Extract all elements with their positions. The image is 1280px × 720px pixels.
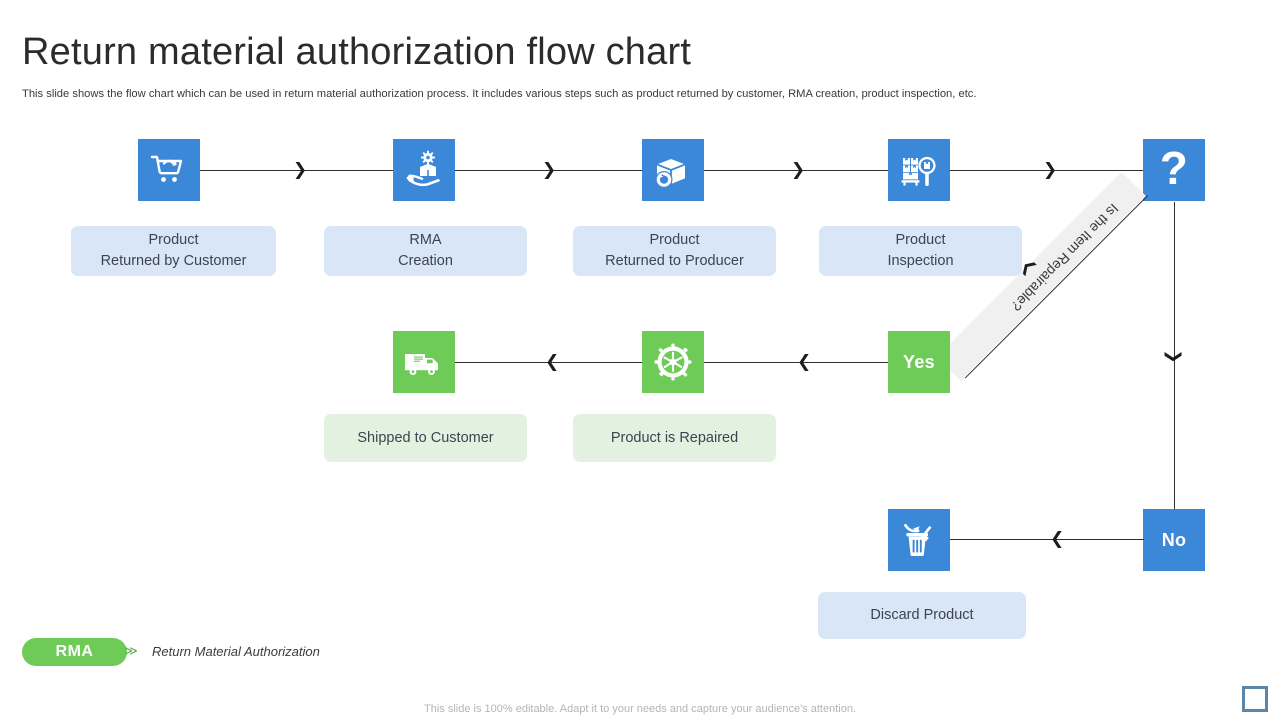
caption-product-returned-by-customer: Product Returned by Customer <box>71 226 276 276</box>
connector-repaired-shipped <box>455 362 642 363</box>
decision-question-label: Is the Item Repairable? <box>1008 200 1122 315</box>
delivery-truck-icon <box>403 341 445 383</box>
arrow-step1-step2: ❯ <box>293 160 308 180</box>
step-icon-product-returned-to-producer[interactable] <box>642 139 704 201</box>
arrow-decision-no: ❮ <box>1162 349 1183 364</box>
caption-line-1: Shipped to Customer <box>357 429 494 446</box>
branch-node-no[interactable]: No <box>1143 509 1205 571</box>
caption-line-1: Product <box>148 232 199 249</box>
caption-discard-product: Discard Product <box>818 592 1026 639</box>
hand-box-gear-icon <box>404 150 444 190</box>
connector-step1-step2 <box>200 170 422 171</box>
caption-line-1: Product <box>649 232 700 249</box>
page-subtitle: This slide shows the flow chart which ca… <box>22 88 977 100</box>
arrow-step3-step4: ❯ <box>791 160 806 180</box>
step-icon-rma-creation[interactable] <box>393 139 455 201</box>
cart-return-icon <box>149 150 189 190</box>
box-return-icon <box>653 150 693 190</box>
double-chevron-icon: ≫ <box>124 644 138 659</box>
caption-product-inspection: Product Inspection <box>819 226 1022 276</box>
footer-note: This slide is 100% editable. Adapt it to… <box>424 703 856 715</box>
caption-line-2: Returned by Customer <box>100 253 247 269</box>
decision-node-repairable[interactable]: ? <box>1143 139 1205 201</box>
caption-line-2: Creation <box>398 253 453 269</box>
caption-line-1: Product <box>895 232 946 249</box>
connector-yes-repaired <box>704 362 888 363</box>
corner-square-decoration <box>1242 686 1268 712</box>
caption-line-1: RMA <box>409 232 442 249</box>
connector-no-discard <box>950 539 1144 540</box>
arrow-no-discard: ❮ <box>1050 529 1065 549</box>
trash-broom-icon <box>899 520 939 560</box>
legend-rma-expansion: Return Material Authorization <box>152 644 320 659</box>
step-icon-shipped-to-customer[interactable] <box>393 331 455 393</box>
caption-line-1: Discard Product <box>870 607 974 624</box>
caption-line-1: Product is Repaired <box>610 429 739 446</box>
caption-product-returned-to-producer: Product Returned to Producer <box>573 226 776 276</box>
arrow-step4-decision: ❯ <box>1043 160 1058 180</box>
arrow-repaired-shipped: ❮ <box>545 352 560 372</box>
caption-line-2: Returned to Producer <box>605 253 744 269</box>
connector-step3-step4 <box>704 170 919 171</box>
step-icon-discard-product[interactable] <box>888 509 950 571</box>
connector-decision-no <box>1174 202 1175 509</box>
step-icon-product-is-repaired[interactable] <box>642 331 704 393</box>
branch-node-yes[interactable]: Yes <box>888 331 950 393</box>
connector-step4-decision <box>950 170 1145 171</box>
connector-decision-yes <box>964 195 1148 379</box>
caption-line-2: Inspection <box>887 253 954 269</box>
caption-rma-creation: RMA Creation <box>324 226 527 276</box>
legend-rma-pill[interactable]: RMA <box>22 638 127 666</box>
page-title: Return material authorization flow chart <box>22 31 692 73</box>
boxes-magnifier-icon <box>899 150 939 190</box>
step-icon-product-returned-by-customer[interactable] <box>138 139 200 201</box>
arrow-yes-repaired: ❮ <box>797 352 812 372</box>
connector-step2-step3 <box>455 170 670 171</box>
question-mark-icon: ? <box>1159 142 1189 194</box>
arrow-step2-step3: ❯ <box>542 160 557 180</box>
caption-shipped-to-customer: Shipped to Customer <box>324 414 527 462</box>
gear-wrench-icon <box>653 342 693 382</box>
caption-product-is-repaired: Product is Repaired <box>573 414 776 462</box>
step-icon-product-inspection[interactable] <box>888 139 950 201</box>
